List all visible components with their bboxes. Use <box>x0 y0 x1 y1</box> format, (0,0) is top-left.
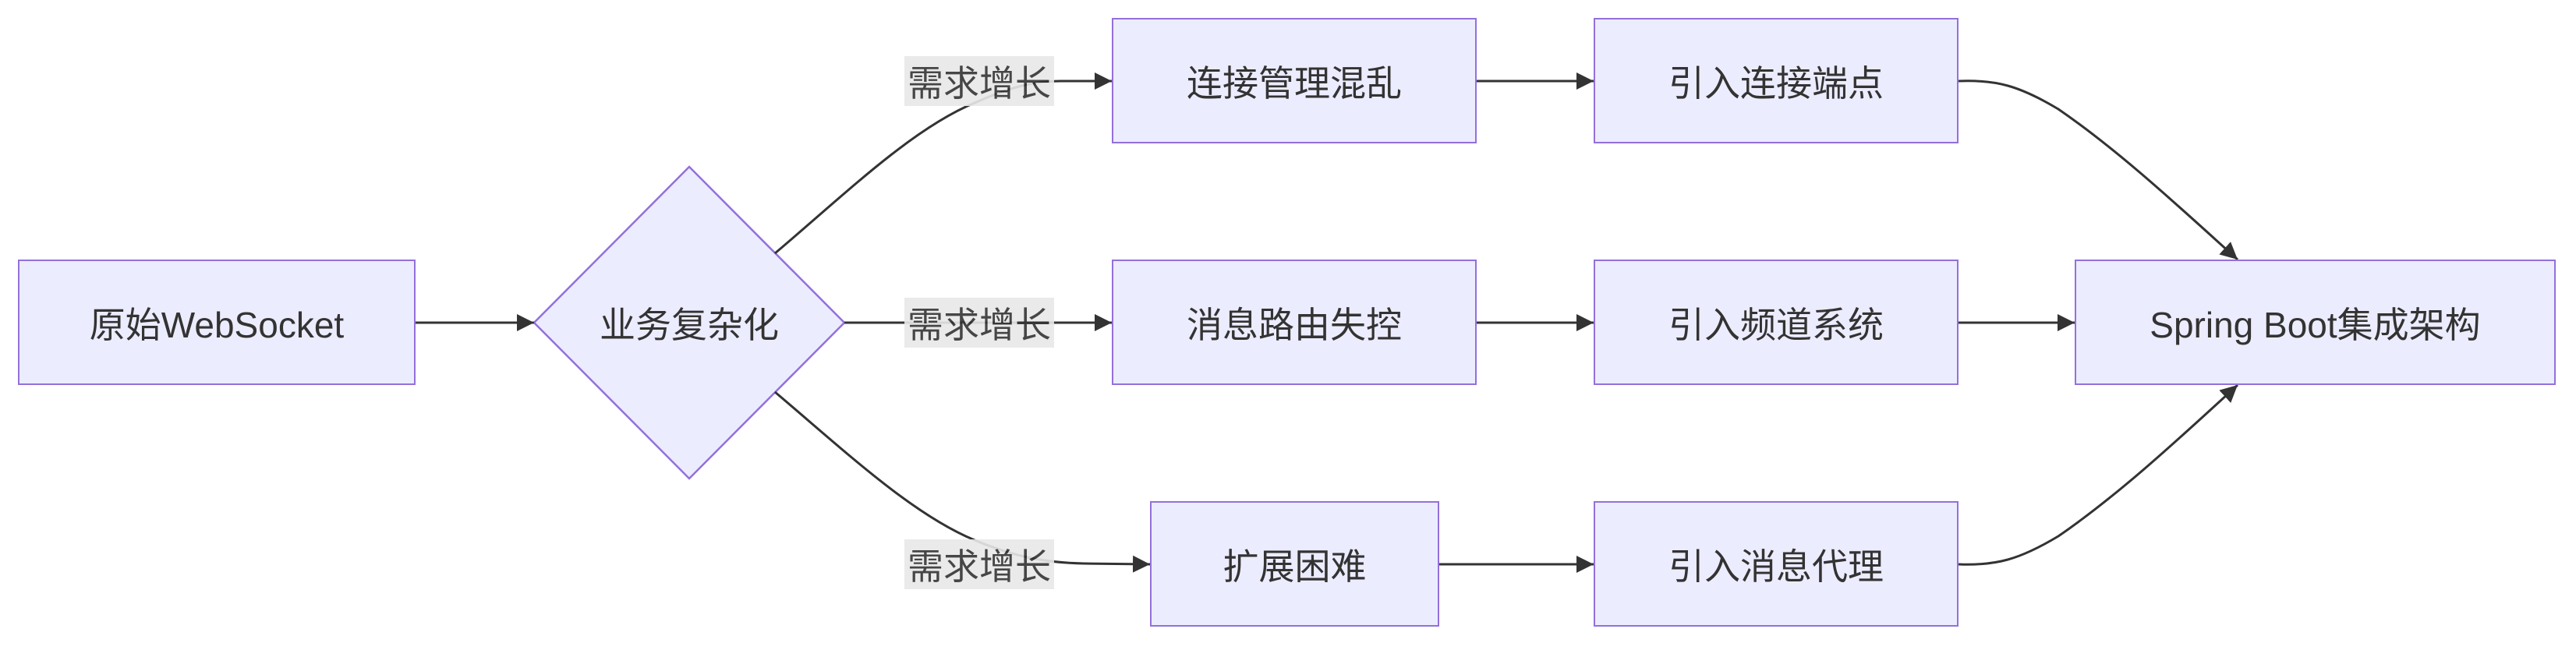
node-connection-endpoint: 引入连接端点 <box>1594 18 1959 143</box>
node-routing-loss: 消息路由失控 <box>1112 260 1477 385</box>
edge-endpoint-to-result <box>1958 79 2239 261</box>
node-channel-system: 引入频道系统 <box>1594 260 1959 385</box>
node-decision-label: 业务复杂化 <box>600 305 779 345</box>
edge-label-to-routing: 需求增长 <box>904 298 1054 348</box>
edge-label-to-scaling: 需求增长 <box>904 539 1054 589</box>
decision-diamond-shape <box>533 165 846 480</box>
node-scaling-difficulty: 扩展困难 <box>1150 501 1439 627</box>
node-origin: 原始WebSocket <box>18 260 416 385</box>
node-message-broker: 引入消息代理 <box>1594 501 1959 627</box>
edge-label-to-connection: 需求增长 <box>904 56 1054 106</box>
node-connection-chaos: 连接管理混乱 <box>1112 18 1477 143</box>
node-spring-boot-result: Spring Boot集成架构 <box>2075 260 2556 385</box>
edge-broker-to-result <box>1958 383 2239 566</box>
